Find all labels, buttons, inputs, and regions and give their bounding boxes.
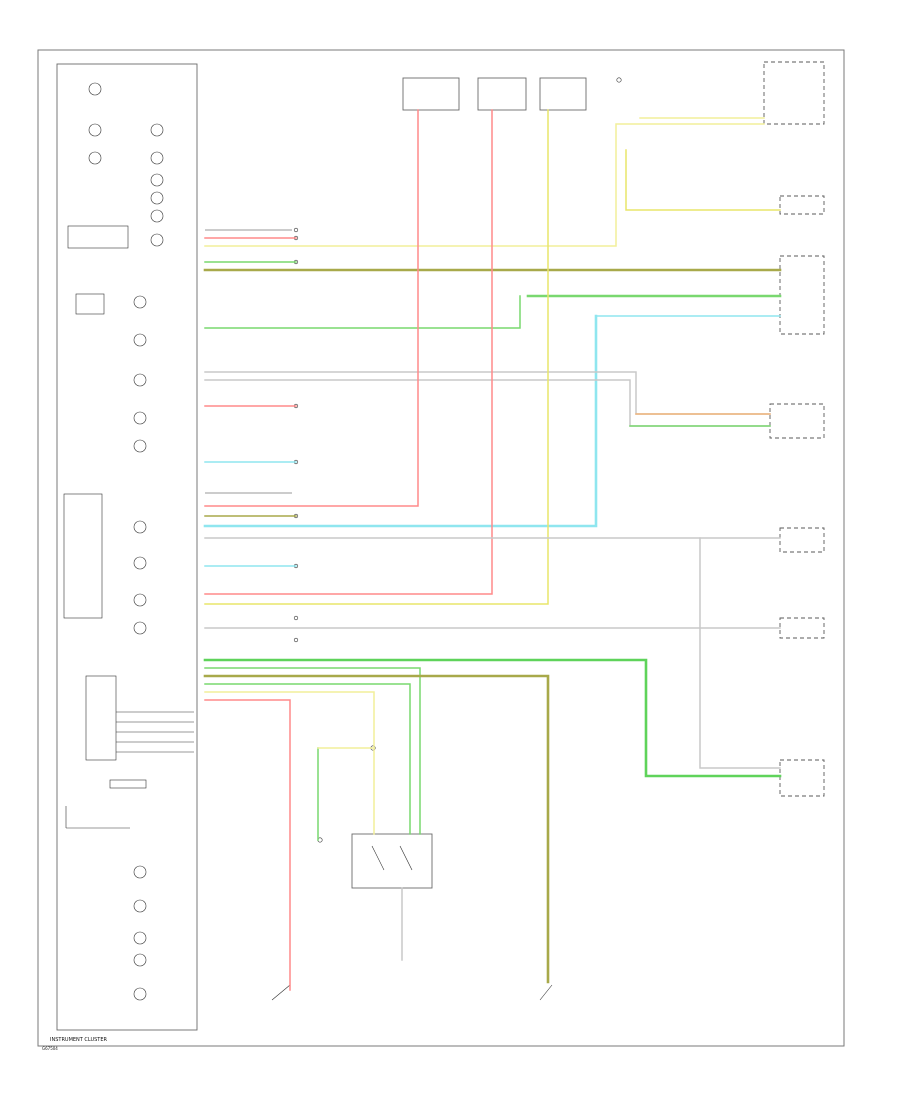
wire-yellow: [204, 123, 765, 247]
indicator-bulb-icon: [133, 899, 147, 913]
indicator-bulb-icon: [133, 931, 147, 945]
fuse-box: [477, 77, 527, 111]
wire-red: [204, 109, 493, 595]
indicator-bulb-icon: [133, 953, 147, 967]
wire-gray: [699, 537, 781, 769]
transmission-range-sensor-box: [769, 403, 825, 439]
splice-point: [293, 227, 299, 233]
indicator-bulb-icon: [133, 621, 147, 635]
indicator-bulb-icon: [133, 520, 147, 534]
indicator-bulb-icon: [133, 593, 147, 607]
wire-yellow: [625, 149, 781, 211]
instrument-cluster-label: INSTRUMENT CLUSTER: [50, 1037, 108, 1043]
wire-red: [204, 109, 419, 507]
switch-contact: [399, 845, 413, 871]
indicator-bulb-icon: [133, 411, 147, 425]
powertrain-control-box: [779, 527, 825, 553]
electronic-control-module-box: [779, 255, 825, 335]
indicator-bulb-icon: [133, 556, 147, 570]
ground-switch: [271, 984, 291, 1001]
indicator-bulb-icon: [150, 123, 164, 137]
splice-point: [293, 615, 299, 621]
wire-red: [204, 699, 291, 991]
indicator-bulb-icon: [150, 191, 164, 205]
abs-control-module-box: [779, 759, 825, 797]
wire-yellow: [204, 691, 375, 835]
indicator-bulb-icon: [133, 987, 147, 1001]
wire-gray: [204, 371, 771, 415]
wire-gray: [204, 379, 771, 427]
connector-pins: [205, 227, 299, 643]
buzzer-box: [109, 779, 147, 789]
gauge-module-box: [85, 675, 117, 761]
wires: [203, 109, 782, 991]
indicator-bulb-icon: [150, 209, 164, 223]
right-components: [763, 61, 825, 797]
indicator-bulb-icon: [150, 173, 164, 187]
footer-code: G67504: [42, 1046, 58, 1051]
indicator-bulb-icon: [88, 82, 102, 96]
chime-module-box: [67, 225, 129, 249]
indicator-bulb-icon: [88, 151, 102, 165]
fuse-block: [402, 77, 622, 111]
oil-pressure-switch-box: [779, 195, 825, 215]
indicator-bulb-icon: [133, 373, 147, 387]
indicator-bulb-icon: [150, 233, 164, 247]
generic-electronic-module-box: [779, 617, 825, 639]
splice-point: [616, 77, 622, 83]
indicator-bulb-icon: [150, 151, 164, 165]
indicator-bulb-icon: [88, 123, 102, 137]
indicator-bulb-icon: [133, 439, 147, 453]
wire-yellow: [204, 109, 549, 605]
fuse-box: [539, 77, 587, 111]
fuse-box: [402, 77, 460, 111]
diagram-frame: [37, 49, 845, 1047]
switch-contact: [371, 845, 385, 871]
electronic-module-box: [63, 493, 103, 619]
splice-point: [293, 637, 299, 643]
indicator-bulb-icon: [133, 865, 147, 879]
brake-fluid-switch-box: [351, 833, 433, 889]
fuel-pump-sender-box: [763, 61, 825, 125]
wire-green: [204, 667, 421, 835]
wire-green: [204, 295, 521, 329]
indicator-bulb-icon: [133, 295, 147, 309]
wire-cyan: [203, 314, 598, 528]
wire-green: [204, 683, 411, 835]
indicator-bulb-icon: [133, 333, 147, 347]
relay-box: [75, 293, 105, 315]
wire-olive: [203, 674, 550, 984]
instrument-cluster-box: [56, 63, 198, 1031]
ground-switch: [539, 984, 553, 1001]
wire-green-bold: [203, 658, 782, 778]
lower-components: [271, 745, 553, 1001]
cluster-components: [63, 82, 194, 1001]
